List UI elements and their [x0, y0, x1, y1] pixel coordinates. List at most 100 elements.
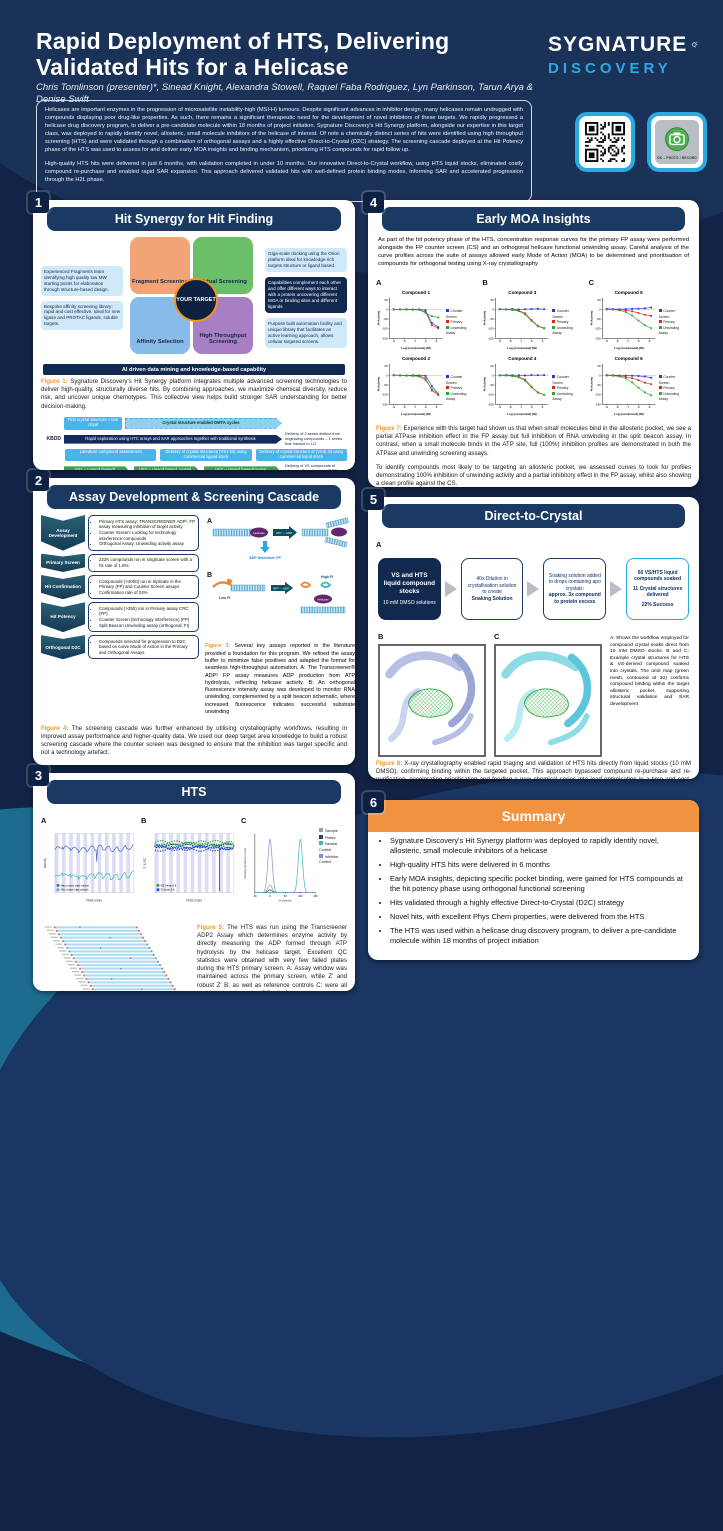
svg-text:-150: -150: [382, 402, 388, 406]
figure-3-assay-schematic: A Helicase ATP → ADP ADP Detection: FP B: [207, 517, 349, 614]
synergy-note: Bespoke affinity screening library: rapi…: [41, 300, 123, 331]
cascade-step: Primary Screen 222K compounds run in sin…: [41, 553, 199, 573]
svg-text:ATP → ADP: ATP → ADP: [276, 531, 292, 535]
cascade-bullet: Counter Screen (technology interference)…: [99, 617, 195, 623]
svg-text:-50: -50: [384, 383, 389, 387]
screening-cascade: Assay Development Primary HTS assay: TRA…: [41, 515, 199, 722]
workflow-arrow-icon: [610, 581, 623, 597]
svg-text:-6: -6: [424, 339, 427, 343]
qr-code[interactable]: [575, 112, 635, 172]
svg-text:150: 150: [313, 894, 318, 898]
cascade-step: Hit Confirmation Compounds (>4000) run i…: [41, 575, 199, 600]
timeline-row-label: KBDD: [46, 436, 61, 443]
cascade-step-details: 222K compounds run in singlicate screen …: [88, 553, 199, 573]
workflow-step-dilution: 40x Dilution in crystallisation solution…: [460, 558, 524, 620]
panel-number-6: 6: [363, 792, 384, 813]
panel-4-title: Early MOA Insights: [382, 207, 685, 231]
cascade-chevron: Hit Confirmation: [41, 575, 85, 600]
svg-text:Z' mean 0.8: Z' mean 0.8: [161, 888, 175, 892]
svg-text:ADP Detection: FP: ADP Detection: FP: [249, 556, 281, 560]
figure-4-caption: Figure 4: The screening cascade was furt…: [41, 724, 347, 757]
synergy-note: Experienced Fragments team identifying h…: [41, 265, 123, 296]
svg-text:-5: -5: [541, 339, 544, 343]
panel-1-title: Hit Synergy for Hit Finding: [47, 207, 341, 231]
svg-text:Plate Index: Plate Index: [86, 899, 102, 903]
panel-summary: Summary Sygnature Discovery's Hit Synerg…: [368, 800, 699, 960]
svg-text:-50: -50: [490, 383, 495, 387]
cascade-bullet: Split Beacon Unwinding assay (orthogonal…: [99, 623, 195, 629]
panel-number-4: 4: [363, 192, 384, 213]
svg-text:Activity: Activity: [43, 858, 47, 868]
svg-text:-100: -100: [382, 327, 388, 331]
abstract-paragraph-1: Helicases are important enzymes in the p…: [45, 107, 523, 153]
panel-hit-synergy: Hit Synergy for Hit Finding Experienced …: [33, 200, 355, 470]
summary-bullet: Early MOA insights, depicting specific p…: [390, 874, 689, 894]
your-target-circle: YOUR TARGET: [174, 278, 218, 322]
synergy-note: Capabilities complement each other and o…: [265, 277, 347, 313]
svg-text:-100: -100: [488, 393, 494, 397]
svg-text:-7: -7: [414, 405, 417, 409]
svg-text:0: 0: [269, 894, 271, 898]
svg-text:-50: -50: [596, 317, 601, 321]
workflow-result-line: 22% Success: [641, 601, 674, 608]
vs-arrow: VS2 – Ligand based, crystal structure co…: [134, 466, 201, 470]
automation-schedule-waterfall: [44, 926, 177, 991]
svg-text:50: 50: [597, 364, 601, 368]
svg-text:Log [compound] (M): Log [compound] (M): [401, 346, 430, 350]
cascade-step: Orthogonal D2C Compounds selected for pr…: [41, 635, 199, 660]
vs-arrow: VS3 – Ligand based/crystal structure con…: [204, 466, 282, 470]
svg-text:0: 0: [492, 373, 494, 377]
svg-text:0: 0: [386, 373, 388, 377]
cascade-bullet: Compounds selected for progression to D2…: [99, 639, 195, 656]
workflow-arrow-icon: [444, 581, 457, 597]
crystal-structure-b-image: [380, 646, 484, 750]
svg-text:ATP → ADP: ATP → ADP: [273, 587, 289, 591]
kbdd-note: Delivery of 2 series distinct from origi…: [285, 431, 343, 446]
d2c-side-note: A: Shows the workflow employed for compo…: [610, 636, 689, 708]
crystal-structure-c-image: [496, 646, 600, 750]
figure-7-caption-p1: Figure 7: Experience with this target ha…: [376, 424, 691, 457]
svg-text:Plate Index: Plate Index: [186, 899, 202, 903]
svg-text:-7: -7: [520, 339, 523, 343]
panel-early-moa: Early MOA Insights As part of the hit po…: [368, 200, 699, 487]
cascade-bullet: Compounds (>350) run in Primary assay CR…: [99, 606, 195, 617]
logo-word-discovery: DISCOVERY: [548, 60, 672, 77]
photo-record-badge: OK – PHOTO / RECORD: [647, 112, 707, 172]
cascade-chevron: Hit Potency: [41, 602, 85, 633]
moa-group-b-marker: B: [482, 277, 488, 287]
svg-text:-50: -50: [490, 317, 495, 321]
kbdd-arrow: Rapid exploration using HTC arrays and S…: [64, 435, 282, 444]
summary-bullet: High-quality HTS hits were delivered in …: [390, 860, 689, 870]
svg-text:A: A: [207, 518, 212, 525]
svg-text:-150: -150: [595, 336, 601, 340]
panel-direct-to-crystal: Direct-to-Crystal A VS and HTS liquid co…: [368, 497, 699, 779]
svg-text:0: 0: [599, 373, 601, 377]
cascade-step: Hit Potency Compounds (>350) run in Prim…: [41, 602, 199, 633]
timeline-chip: Literature compound assessment: [65, 448, 157, 462]
svg-text:-50: -50: [384, 317, 389, 321]
cascade-bullet: 222K compounds run in singlicate screen …: [99, 557, 195, 568]
svg-text:% Activity: % Activity: [483, 310, 487, 325]
svg-text:0: 0: [599, 307, 601, 311]
svg-text:-100: -100: [382, 393, 388, 397]
svg-text:Helicase: Helicase: [253, 531, 265, 535]
qr-code-icon: [585, 122, 625, 162]
panel-2-title: Assay Development & Screening Cascade: [47, 485, 341, 509]
cascade-bullet: Primary HTS assay: TRANSCREENER ADP², FP…: [99, 519, 195, 530]
svg-text:-8: -8: [509, 405, 512, 409]
timeline-chip: Delivery of crystal structures (VS1 hit)…: [160, 448, 252, 462]
photo-badge-label: OK – PHOTO / RECORD: [657, 155, 697, 160]
svg-text:% Activity: % Activity: [589, 310, 593, 325]
svg-text:-5: -5: [435, 339, 438, 343]
abstract-box: Helicases are important enzymes in the p…: [36, 100, 532, 202]
svg-text:50: 50: [284, 894, 287, 898]
svg-text:Log [compound] (M): Log [compound] (M): [614, 346, 643, 350]
svg-text:-9: -9: [605, 405, 608, 409]
d2c-workflow: VS and HTS liquid compound stocks 10 mM …: [378, 558, 690, 620]
